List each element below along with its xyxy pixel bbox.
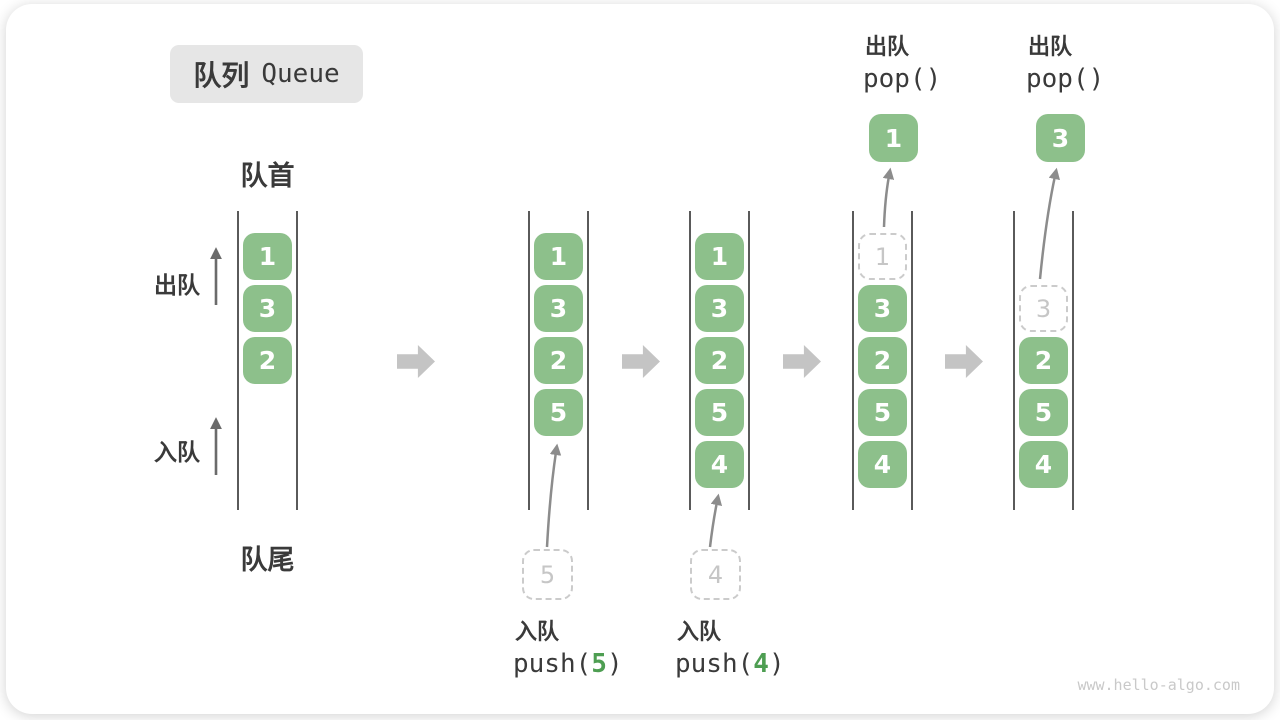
enqueue-op-label: 入队 (515, 619, 560, 644)
title-zh: 队列 (193, 60, 250, 91)
queue-item: 2 (858, 337, 907, 384)
queue-item: 5 (695, 389, 744, 436)
dequeue-side-label: 出队 (154, 272, 200, 298)
queue-state-4: 1 3 2 5 4 (852, 211, 913, 510)
queue-item: 2 (534, 337, 583, 384)
title-box: 队列 Queue (170, 45, 363, 103)
dequeue-op-code: pop() (863, 64, 942, 94)
code-text: ) (768, 649, 785, 679)
code-text: push( (513, 649, 592, 679)
queue-item: 4 (858, 441, 907, 488)
enqueue-op-label: 入队 (677, 619, 722, 644)
popped-item: 1 (869, 114, 918, 162)
dequeue-op-code: pop() (1026, 64, 1105, 94)
queue-item: 5 (1019, 389, 1068, 436)
queue-item-removed: 1 (858, 233, 907, 280)
queue-front-label: 队首 (240, 161, 295, 191)
queue-item: 3 (695, 285, 744, 332)
code-arg: 4 (753, 649, 769, 679)
queue-item: 1 (243, 233, 292, 280)
code-text: ) (606, 649, 623, 679)
enqueue-op-code: push(5) (513, 649, 623, 679)
queue-item: 5 (858, 389, 907, 436)
queue-state-1: 1 3 2 (237, 211, 298, 510)
enqueue-side-label: 入队 (154, 439, 200, 465)
queue-item: 3 (243, 285, 292, 332)
queue-item: 2 (1019, 337, 1068, 384)
queue-item: 2 (243, 337, 292, 384)
queue-rear-label: 队尾 (240, 545, 295, 575)
queue-item: 1 (534, 233, 583, 280)
queue-item: 3 (858, 285, 907, 332)
queue-state-2: 1 3 2 5 (528, 211, 589, 510)
queue-item: 4 (1019, 441, 1068, 488)
incoming-item: 5 (522, 549, 573, 600)
queue-item: 5 (534, 389, 583, 436)
queue-state-3: 1 3 2 5 4 (689, 211, 750, 510)
queue-item: 3 (534, 285, 583, 332)
queue-item-removed: 3 (1019, 285, 1068, 332)
title-en: Queue (261, 59, 340, 89)
dequeue-op-label: 出队 (865, 34, 910, 59)
queue-item: 2 (695, 337, 744, 384)
dequeue-op-label: 出队 (1028, 34, 1073, 59)
enqueue-op-code: push(4) (675, 649, 785, 679)
popped-item: 3 (1036, 114, 1085, 162)
code-arg: 5 (591, 649, 607, 679)
code-text: push( (675, 649, 754, 679)
queue-state-5: 3 2 5 4 (1013, 211, 1074, 510)
incoming-item: 4 (690, 549, 741, 600)
queue-item: 1 (695, 233, 744, 280)
queue-item: 4 (695, 441, 744, 488)
watermark: www.hello-algo.com (1077, 676, 1240, 694)
